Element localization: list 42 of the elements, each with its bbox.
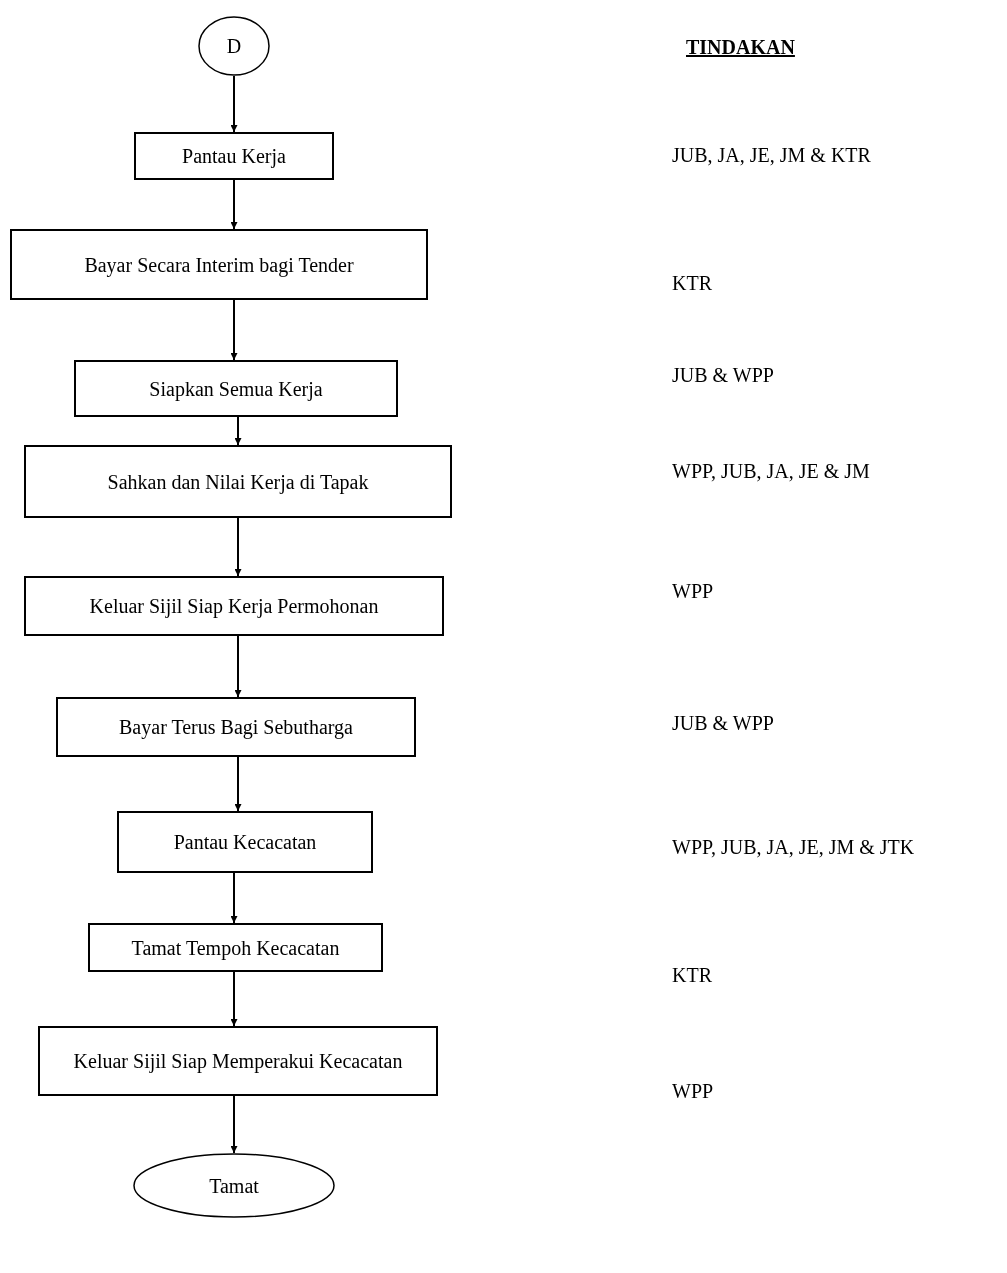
action-text: JUB & WPP [672,364,774,387]
process-box [10,229,428,300]
process-box [117,811,373,873]
action-text: WPP [672,1080,714,1103]
process-box [24,576,444,636]
step-text: Tamat [208,1173,260,1198]
action-text: KTR [672,964,712,987]
action-text: WPP, JUB, JA, JE & JM [672,460,870,483]
step-text: Keluar Sijil Siap Kerja Permohonan [88,594,380,618]
column-heading: TINDAKAN [686,36,795,59]
action-text: WPP [672,580,714,603]
step-text: Bayar Secara Interim bagi Tender [83,252,355,277]
process-box [38,1026,438,1096]
process-box [88,923,383,972]
arrow [234,416,242,446]
action-text: JUB & WPP [672,712,774,735]
step-text: Pantau Kecacatan [172,830,318,854]
arrow [230,179,238,230]
arrow [234,517,242,577]
step-text: Siapkan Semua Kerja [148,376,324,401]
step-text: Pantau Kerja [181,144,287,168]
step-text: Bayar Terus Bagi Sebutharga [118,715,354,739]
arrow [234,756,242,812]
process-box [74,360,398,417]
step-text: D [225,34,243,58]
process-box [134,132,334,180]
connector-circle [198,16,270,76]
process-box [24,445,452,518]
action-text: WPP, JUB, JA, JE, JM & JTK [672,836,915,859]
step-text: Keluar Sijil Siap Memperakui Kecacatan [72,1049,404,1073]
arrow [230,299,238,361]
step-text: Sahkan dan Nilai Kerja di Tapak [106,469,370,494]
terminator-ellipse [133,1153,335,1218]
arrow [230,1095,238,1154]
process-box [56,697,416,757]
arrow [234,635,242,698]
arrow [230,75,238,133]
arrow [230,872,238,924]
action-text: KTR [672,272,712,295]
step-text: Tamat Tempoh Kecacatan [130,935,341,960]
action-text: JUB, JA, JE, JM & KTR [672,144,871,167]
arrow [230,971,238,1027]
